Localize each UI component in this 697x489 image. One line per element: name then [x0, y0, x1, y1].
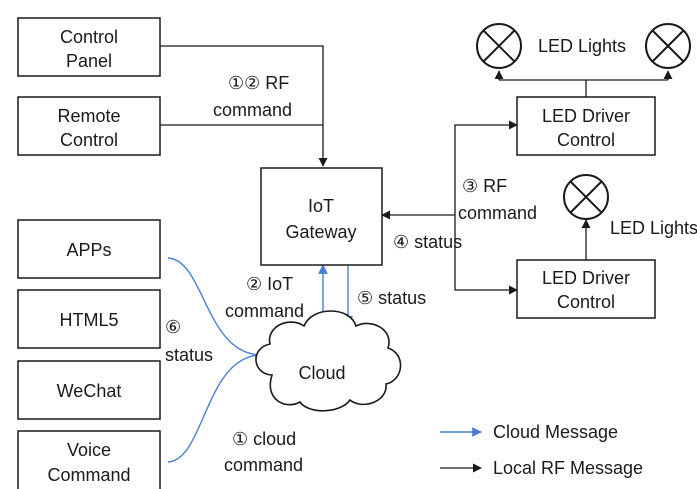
voice-command-line2: Command [47, 465, 130, 485]
rf-command-12-line1: ①② RF [228, 73, 289, 93]
control-panel-line1: Control [60, 27, 118, 47]
led-driver-top-box: LED Driver Control [516, 96, 656, 156]
led-lights-right-label: LED Lights [610, 218, 697, 238]
voice-command-line1: Voice [67, 440, 111, 460]
status-6-line1: ⑥ [165, 317, 181, 337]
led-driver-top-line2: Control [557, 130, 615, 150]
gateway-to-led-driver-bottom [454, 215, 518, 295]
remote-control-line1: Remote [57, 106, 120, 126]
remote-control-box: Remote Control [17, 96, 161, 156]
lamp-top-right-icon [645, 23, 691, 69]
rf-command-3-line2: command [458, 203, 537, 223]
cloud-label: Cloud [298, 363, 345, 383]
apps-box: APPs [17, 219, 161, 279]
cloud-command-1-line1: ① cloud [232, 429, 296, 449]
iot-gateway-box: IoT Gateway [260, 167, 383, 266]
control-panel-link [160, 45, 328, 167]
html5-box: HTML5 [17, 289, 161, 349]
status-4-label: ④ status [393, 232, 462, 252]
lamp-top-left-icon [476, 23, 522, 69]
remote-control-line2: Control [60, 130, 118, 150]
html5-label: HTML5 [59, 310, 118, 330]
led-driver-bottom-box: LED Driver Control [516, 259, 656, 319]
apps-to-cloud [167, 257, 263, 356]
wechat-label: WeChat [57, 381, 122, 401]
rf-command-12-line2: command [213, 100, 292, 120]
control-panel-box: Control Panel [17, 17, 161, 77]
lamp-right-icon [563, 174, 609, 220]
gateway-to-led-driver-top [454, 120, 518, 215]
led-driver-top-line1: LED Driver [542, 106, 630, 126]
wechat-box: WeChat [17, 360, 161, 420]
control-panel-line2: Panel [66, 51, 112, 71]
voice-command-box: Voice Command [17, 430, 161, 489]
iot-gateway-line2: Gateway [285, 222, 356, 242]
led-driver-bottom-line2: Control [557, 292, 615, 312]
cloud-shape: Cloud [255, 310, 402, 412]
legend-cloud-message: Cloud Message [493, 422, 618, 442]
status-5-label: ⑤ status [357, 288, 426, 308]
iot-command-2-line2: command [225, 301, 304, 321]
led-lights-top-label: LED Lights [538, 36, 626, 56]
legend-local-rf-message: Local RF Message [493, 458, 643, 478]
apps-label: APPs [66, 240, 111, 260]
voice-to-cloud [167, 354, 263, 463]
iot-gateway-line1: IoT [308, 196, 334, 216]
iot-command-2-line1: ② IoT [246, 274, 293, 294]
status-6-line2: status [165, 345, 213, 365]
legend: Cloud Message Local RF Message [440, 422, 643, 478]
led-driver-bottom-line1: LED Driver [542, 268, 630, 288]
rf-command-3-line1: ③ RF [462, 176, 507, 196]
cloud-command-1-line2: command [224, 455, 303, 475]
